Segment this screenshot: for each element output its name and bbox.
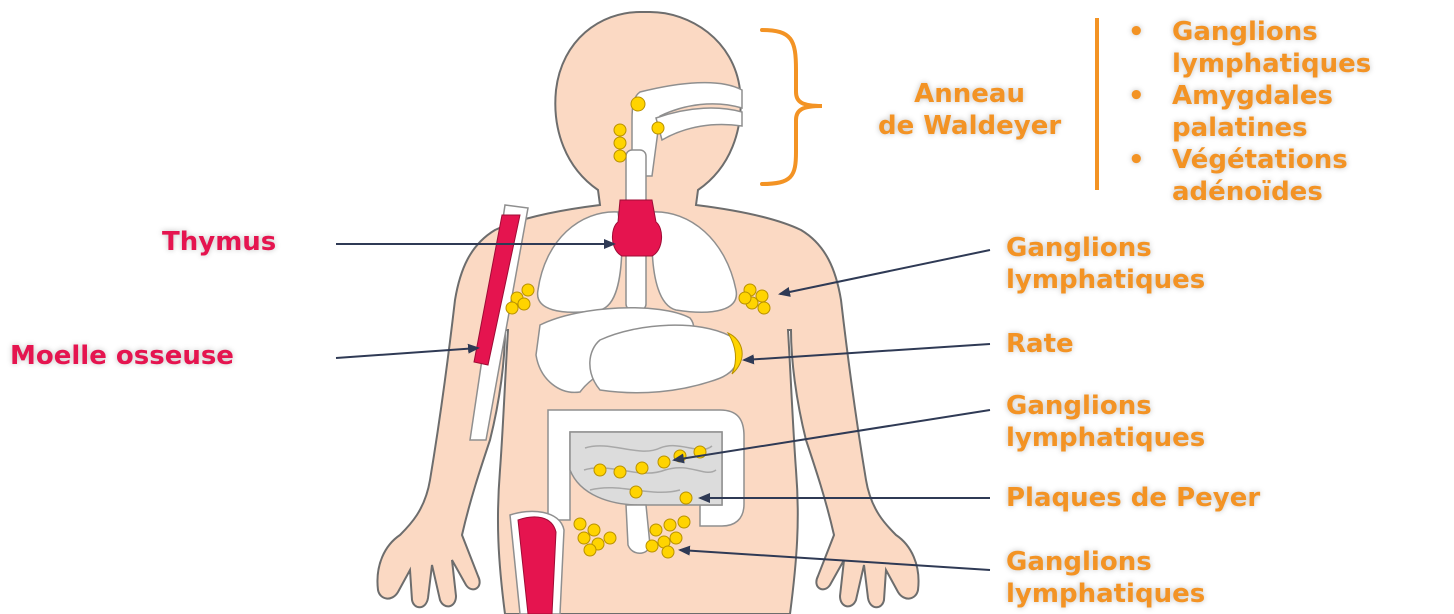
label-anneau-waldeyer: Anneau de Waldeyer: [878, 78, 1061, 142]
waldeyer-item-amygdales: • Amygdales palatines: [1128, 80, 1371, 144]
bullet: •: [1128, 16, 1145, 48]
waldeyer-item-ganglions-line1: Ganglions: [1172, 16, 1371, 48]
waldeyer-item-amygdales-line2: palatines: [1172, 112, 1371, 144]
label-plaques-de-peyer: Plaques de Peyer: [1006, 482, 1260, 514]
label-anneau-line2: de Waldeyer: [878, 110, 1061, 142]
label-ganglions-axillaires-line1: Ganglions: [1006, 232, 1205, 264]
waldeyer-item-ganglions-line2: lymphatiques: [1172, 48, 1371, 80]
bullet: •: [1128, 144, 1145, 176]
label-ganglions-mesenteriques: Ganglions lymphatiques: [1006, 390, 1205, 454]
waldeyer-item-ganglions: • Ganglions lymphatiques: [1128, 16, 1371, 80]
label-thymus: Thymus: [162, 226, 276, 258]
label-ganglions-mesenteriques-line1: Ganglions: [1006, 390, 1205, 422]
waldeyer-item-vegetations: • Végétations adénoïdes: [1128, 144, 1371, 208]
label-ganglions-mesenteriques-line2: lymphatiques: [1006, 422, 1205, 454]
label-ganglions-inguinaux-line2: lymphatiques: [1006, 578, 1205, 610]
label-moelle-osseuse: Moelle osseuse: [10, 340, 234, 372]
label-ganglions-axillaires: Ganglions lymphatiques: [1006, 232, 1205, 296]
waldeyer-item-vegetations-line2: adénoïdes: [1172, 176, 1371, 208]
label-ganglions-axillaires-line2: lymphatiques: [1006, 264, 1205, 296]
waldeyer-list: • Ganglions lymphatiques • Amygdales pal…: [1128, 16, 1371, 208]
waldeyer-item-amygdales-line1: Amygdales: [1172, 80, 1371, 112]
label-ganglions-inguinaux: Ganglions lymphatiques: [1006, 546, 1205, 610]
label-anneau-line1: Anneau: [878, 78, 1061, 110]
waldeyer-item-vegetations-line1: Végétations: [1172, 144, 1371, 176]
label-rate: Rate: [1006, 328, 1074, 360]
bullet: •: [1128, 80, 1145, 112]
waldeyer-bracket: [762, 30, 822, 184]
label-ganglions-inguinaux-line1: Ganglions: [1006, 546, 1205, 578]
